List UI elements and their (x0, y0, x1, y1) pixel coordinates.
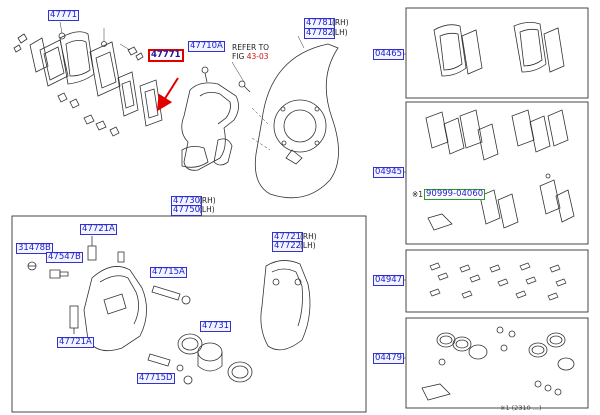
part-number-47721a-bottom[interactable]: 47721A (57, 337, 94, 348)
suffix-lh-47722: (LH) (300, 241, 316, 250)
part-number-47771[interactable]: 47771 (48, 10, 80, 21)
part-number-47715a[interactable]: 47715A (150, 267, 187, 278)
part-number-31478b[interactable]: 31478B (16, 243, 53, 254)
caliper-assembly-box (11, 215, 367, 413)
caliper-bracket-drawing (181, 61, 271, 171)
part-number-47710a[interactable]: 47710A (188, 41, 225, 52)
brake-pad-set-drawing (13, 21, 163, 137)
refer-to-label: REFER TO (232, 43, 270, 52)
ref-04465[interactable]: 04465 (373, 49, 405, 60)
kit-box-04465 (405, 7, 589, 99)
refer-fig-number[interactable]: 43-03 (246, 52, 269, 61)
footnote: ※1 (2310 ...) (500, 404, 542, 412)
part-number-90999-04060[interactable]: 90999-04060 (424, 189, 486, 200)
caliper-body-drawing (27, 236, 311, 385)
kit-box-04947 (405, 249, 589, 313)
ref-04945[interactable]: 04945 (373, 167, 405, 178)
seal-kit-drawing (421, 326, 575, 401)
refer-fig-prefix: FIG (232, 52, 247, 61)
dust-shield-drawing (254, 35, 339, 199)
part-number-47547b[interactable]: 47547B (46, 252, 83, 263)
kit-box-04945 (405, 101, 589, 245)
pad-kit-drawing (433, 22, 565, 77)
ref-04947[interactable]: 04947 (373, 275, 405, 286)
suffix-rh-47730: (RH) (199, 196, 216, 205)
suffix-rh-47781: (RH) (332, 18, 349, 27)
suffix-rh-47721: (RH) (300, 232, 317, 241)
note-mark: ※1 (412, 190, 424, 199)
part-number-47721a-top[interactable]: 47721A (80, 224, 117, 235)
shim-kit-drawing (425, 109, 575, 231)
part-number-47715d[interactable]: 47715D (137, 373, 175, 384)
ref-04479[interactable]: 04479 (373, 353, 405, 364)
part-number-47750[interactable]: 47750 (171, 205, 203, 216)
refer-fig-label: FIG 43-03 (232, 53, 269, 61)
kit-box-04479 (405, 317, 589, 409)
suffix-lh-47750: (LH) (199, 205, 215, 214)
suffix-lh-47782: (LH) (332, 28, 348, 37)
part-number-47722[interactable]: 47722 (272, 241, 304, 252)
part-number-47771-highlighted[interactable]: 47771 (148, 49, 184, 62)
part-number-47731[interactable]: 47731 (200, 321, 232, 332)
highlight-arrow (156, 77, 179, 112)
part-number-47782[interactable]: 47782 (304, 28, 336, 39)
clip-kit-drawing (429, 262, 567, 301)
